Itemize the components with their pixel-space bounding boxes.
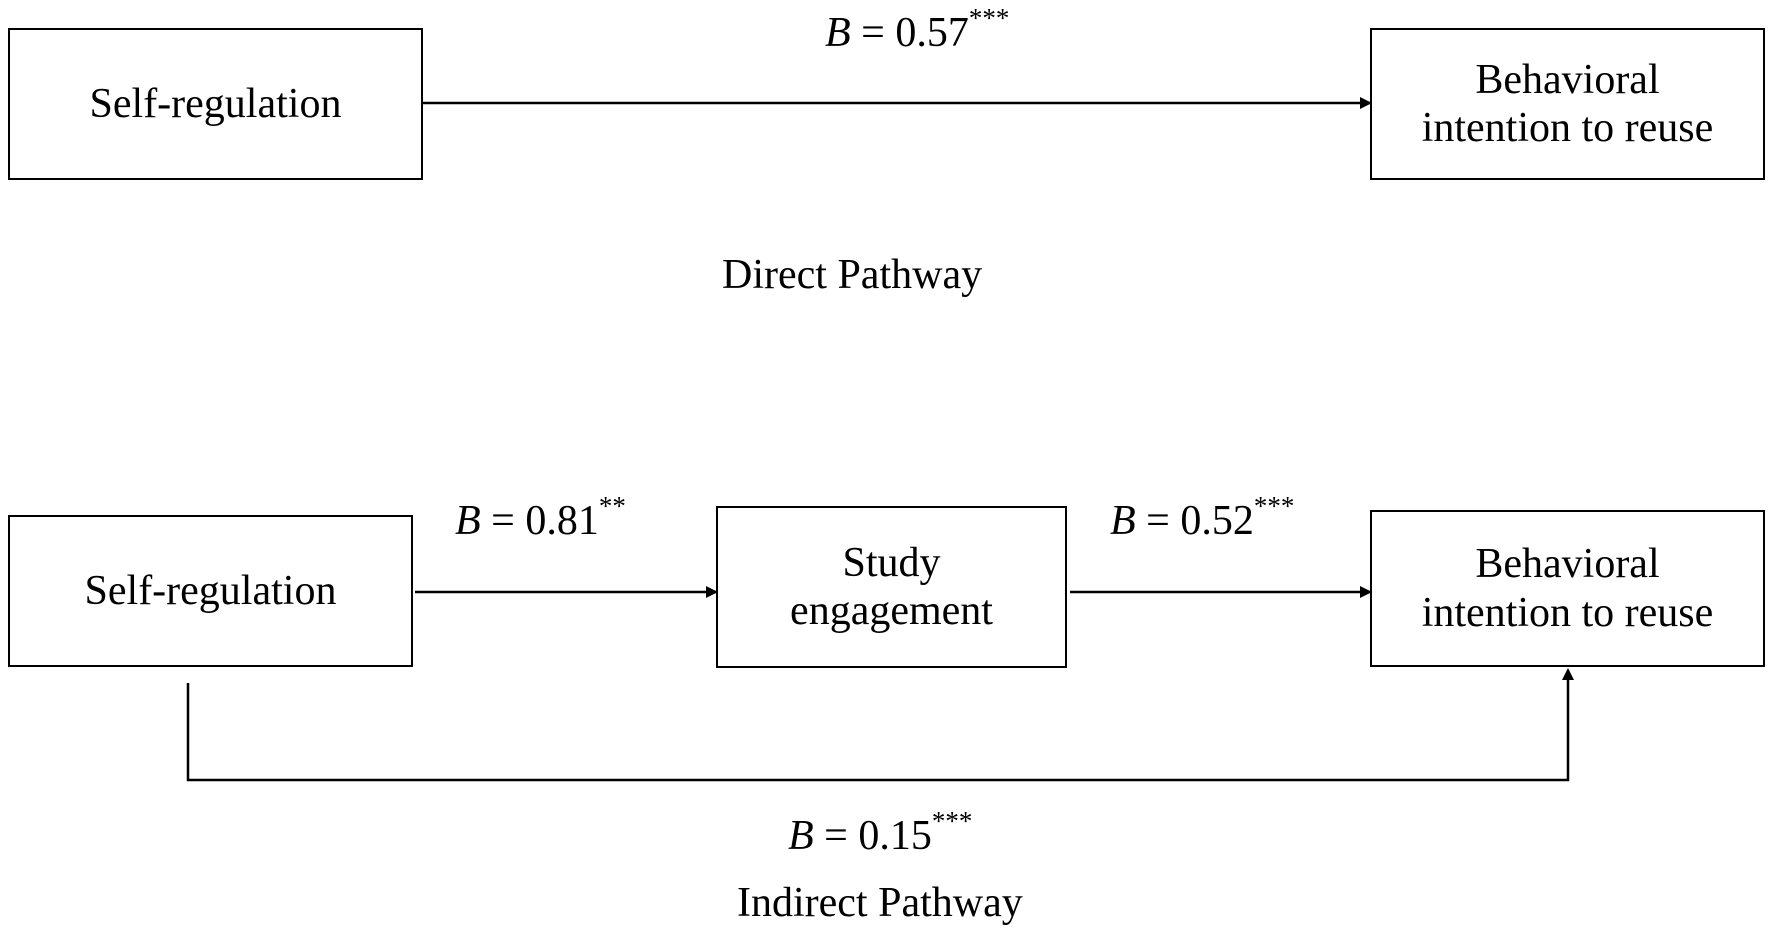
mediator-label: Study engagement (790, 539, 993, 634)
indirect-source-label: Self-regulation (84, 567, 337, 614)
indirect-target-label: Behavioral intention to reuse (1421, 541, 1714, 636)
indirect-target-box: Behavioral intention to reuse (1370, 510, 1765, 667)
indirect-caption: Indirect Pathway (737, 880, 1023, 926)
coefficient-a: B = 0.81** (455, 491, 626, 544)
direct-source-label: Self-regulation (89, 80, 342, 127)
mediator-box: Study engagement (716, 506, 1067, 668)
coefficient-c: B = 0.15*** (788, 806, 973, 859)
coefficient-b: B = 0.52*** (1110, 491, 1295, 544)
direct-source-box: Self-regulation (8, 28, 423, 180)
arrow-c (186, 668, 1574, 782)
indirect-source-box: Self-regulation (8, 515, 413, 667)
direct-target-box: Behavioral intention to reuse (1370, 28, 1765, 180)
direct-coefficient: B = 0.57*** (825, 3, 1010, 56)
direct-target-label: Behavioral intention to reuse (1421, 56, 1714, 151)
direct-caption: Direct Pathway (722, 252, 983, 298)
